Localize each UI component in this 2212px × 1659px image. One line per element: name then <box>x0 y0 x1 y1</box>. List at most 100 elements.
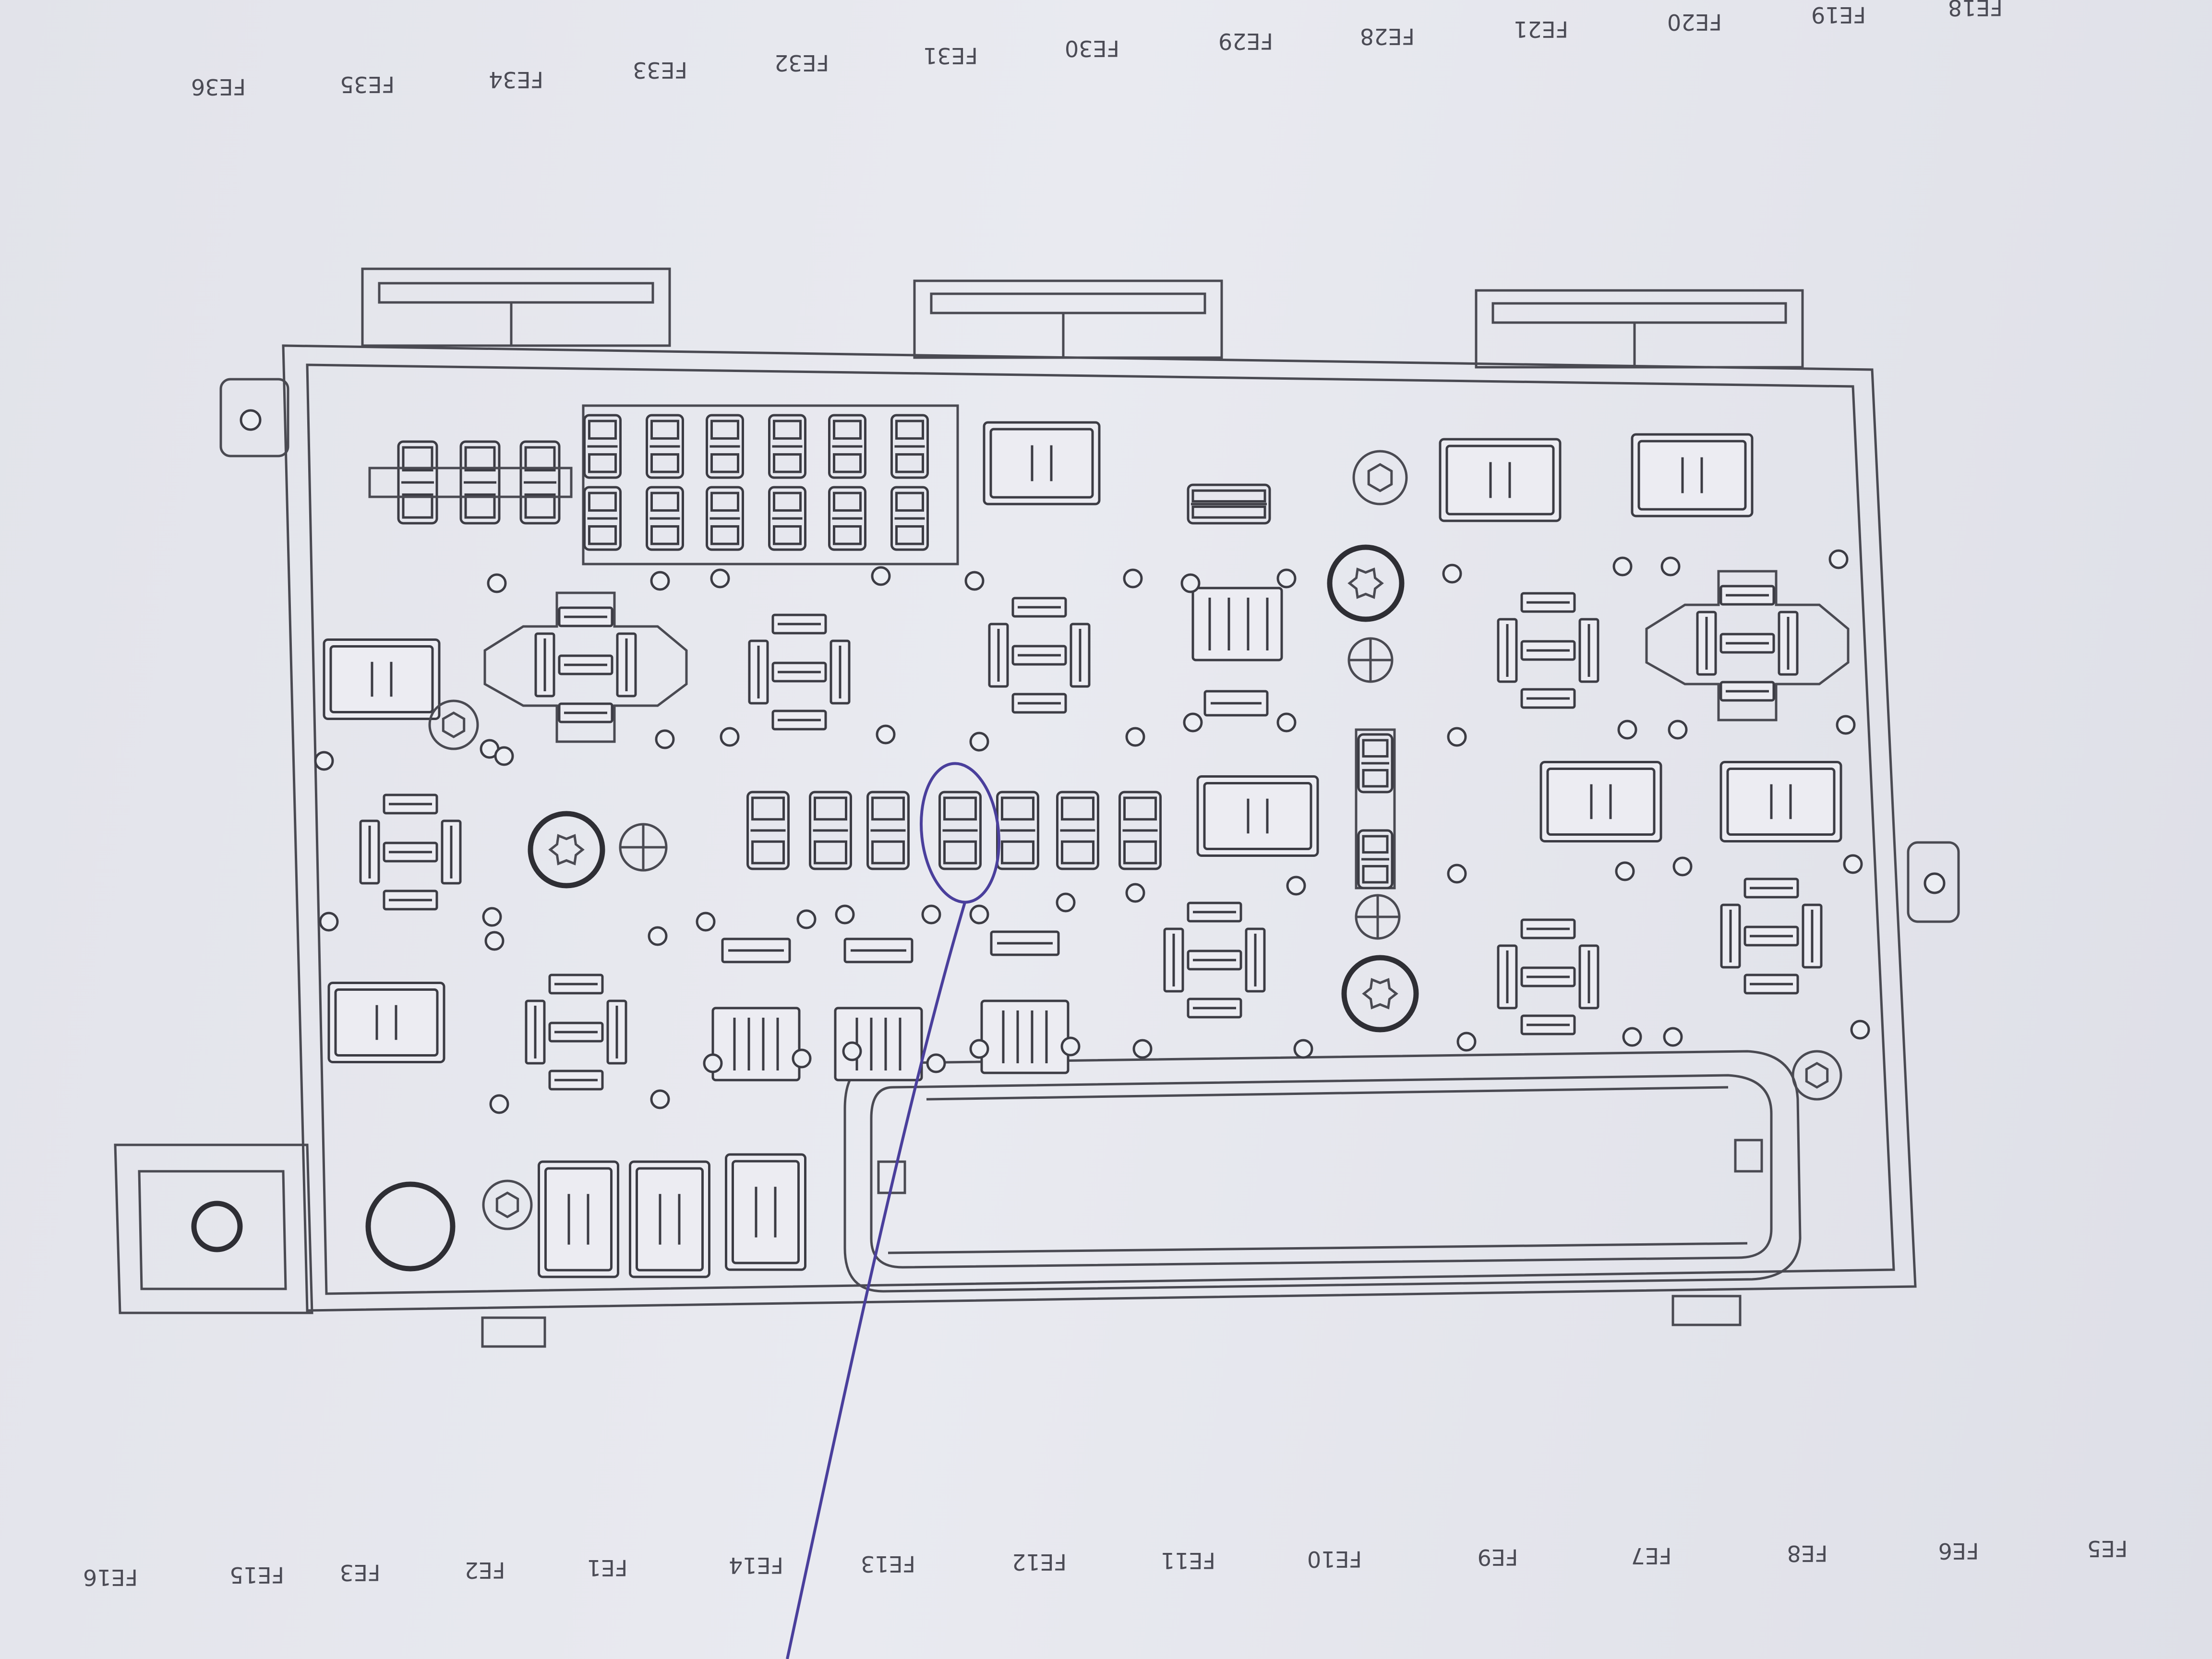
mount-ear-left <box>219 378 289 457</box>
mounting-hole <box>1183 712 1203 733</box>
mini-fuse <box>583 414 622 479</box>
position-label: FE16 <box>83 1564 138 1590</box>
torx-screw <box>1341 955 1419 1033</box>
position-label: FE9 <box>1478 1544 1518 1570</box>
mounting-hole <box>1447 864 1467 884</box>
position-label: FE20 <box>1667 9 1722 35</box>
mini-fuse <box>890 414 929 479</box>
mini-fuse <box>809 791 852 870</box>
relay-socket-housing <box>483 591 688 743</box>
relay-socket-housing <box>1645 570 1850 721</box>
mini-fuse <box>706 414 744 479</box>
relay-socket <box>1163 902 1266 1019</box>
bottom-latch-right <box>1671 1295 1742 1326</box>
mini-fuse <box>866 791 910 870</box>
mini-fuse <box>746 791 790 870</box>
position-label: FE2 <box>465 1557 505 1583</box>
position-label: FE30 <box>1065 36 1119 61</box>
mounting-hole <box>720 727 740 747</box>
bottom-latch-left <box>481 1316 546 1348</box>
mounting-hole <box>484 931 505 951</box>
position-label: FE1 <box>587 1555 628 1581</box>
mounting-hole <box>1615 861 1635 881</box>
mounting-hole <box>648 926 668 946</box>
two-pin-socket <box>1539 761 1662 842</box>
position-label: FE14 <box>729 1552 783 1578</box>
mini-fuse <box>996 791 1039 870</box>
mounting-hole <box>703 1053 723 1073</box>
mini-fuse <box>1118 791 1162 870</box>
mounting-hole <box>1286 876 1306 896</box>
mini-fuse <box>1357 733 1394 793</box>
position-label: FE21 <box>1514 16 1568 42</box>
top-connector-tab-middle <box>913 279 1223 359</box>
mounting-hole <box>1125 727 1145 747</box>
position-label: FE7 <box>1631 1543 1672 1569</box>
mounting-hole <box>842 1041 862 1061</box>
top-connector-tab-left <box>361 267 671 347</box>
mini-fuse <box>646 486 684 551</box>
phillips-screw <box>1355 894 1401 940</box>
mounting-hole <box>1123 568 1143 589</box>
mini-fuse <box>646 414 684 479</box>
mini-fuse <box>583 486 622 551</box>
mounting-hole <box>494 746 514 766</box>
mounting-hole <box>1660 556 1681 577</box>
mounting-hole <box>969 904 989 925</box>
mounting-hole <box>314 751 334 771</box>
phillips-screw <box>619 823 668 872</box>
position-label: FE28 <box>1360 24 1415 49</box>
position-label: FE36 <box>191 74 246 100</box>
mounting-hole <box>1617 720 1637 740</box>
mounting-hole <box>921 904 941 925</box>
position-label: FE13 <box>861 1551 915 1577</box>
two-pin-socket <box>327 982 445 1063</box>
mounting-hole <box>482 907 502 927</box>
two-pin-socket <box>629 1160 710 1278</box>
mounting-hole <box>1612 556 1633 577</box>
hex-bolt <box>428 699 479 750</box>
mini-fuse <box>519 440 561 525</box>
relay-terminal <box>843 938 914 963</box>
two-pin-socket <box>1196 775 1319 857</box>
mounting-hole <box>696 912 716 932</box>
ink-circle-mark <box>920 762 1000 904</box>
position-label: FE35 <box>340 72 395 97</box>
mounting-hole <box>796 909 817 929</box>
mounting-hole <box>1125 883 1145 903</box>
mini-fuse <box>397 440 438 525</box>
maxi-fuse-block <box>582 404 959 565</box>
mounting-hole <box>489 1094 509 1114</box>
two-pin-socket <box>538 1160 619 1278</box>
mounting-hole <box>871 566 891 586</box>
two-pin-socket <box>1439 438 1562 522</box>
mounting-hole <box>1456 1032 1477 1052</box>
mounting-hole <box>1060 1036 1081 1057</box>
mounting-hole <box>650 571 670 591</box>
position-label: FE33 <box>633 57 687 83</box>
two-pin-socket <box>1719 761 1842 842</box>
mounting-hole <box>650 1089 670 1109</box>
mounting-hole <box>1843 854 1863 874</box>
two-pin-socket <box>323 638 441 720</box>
small-connector <box>980 999 1070 1074</box>
torx-screw <box>528 811 605 889</box>
round-terminal <box>365 1181 456 1272</box>
hex-bolt <box>1791 1050 1842 1101</box>
position-label: FE10 <box>1307 1546 1362 1572</box>
position-label: FE29 <box>1218 28 1273 54</box>
mounting-hole <box>1622 1027 1642 1047</box>
relay-terminal <box>990 930 1060 956</box>
small-connector <box>1191 587 1283 661</box>
mini-fuse <box>1357 829 1394 890</box>
position-label: FE6 <box>1938 1538 1979 1564</box>
small-connector <box>711 1007 801 1082</box>
mini-fuse <box>706 486 744 551</box>
mounting-hole <box>969 732 989 752</box>
mounting-hole <box>655 729 675 749</box>
relay-socket <box>1497 592 1599 709</box>
mini-fuse <box>768 486 806 551</box>
position-label: FE19 <box>1811 2 1866 28</box>
